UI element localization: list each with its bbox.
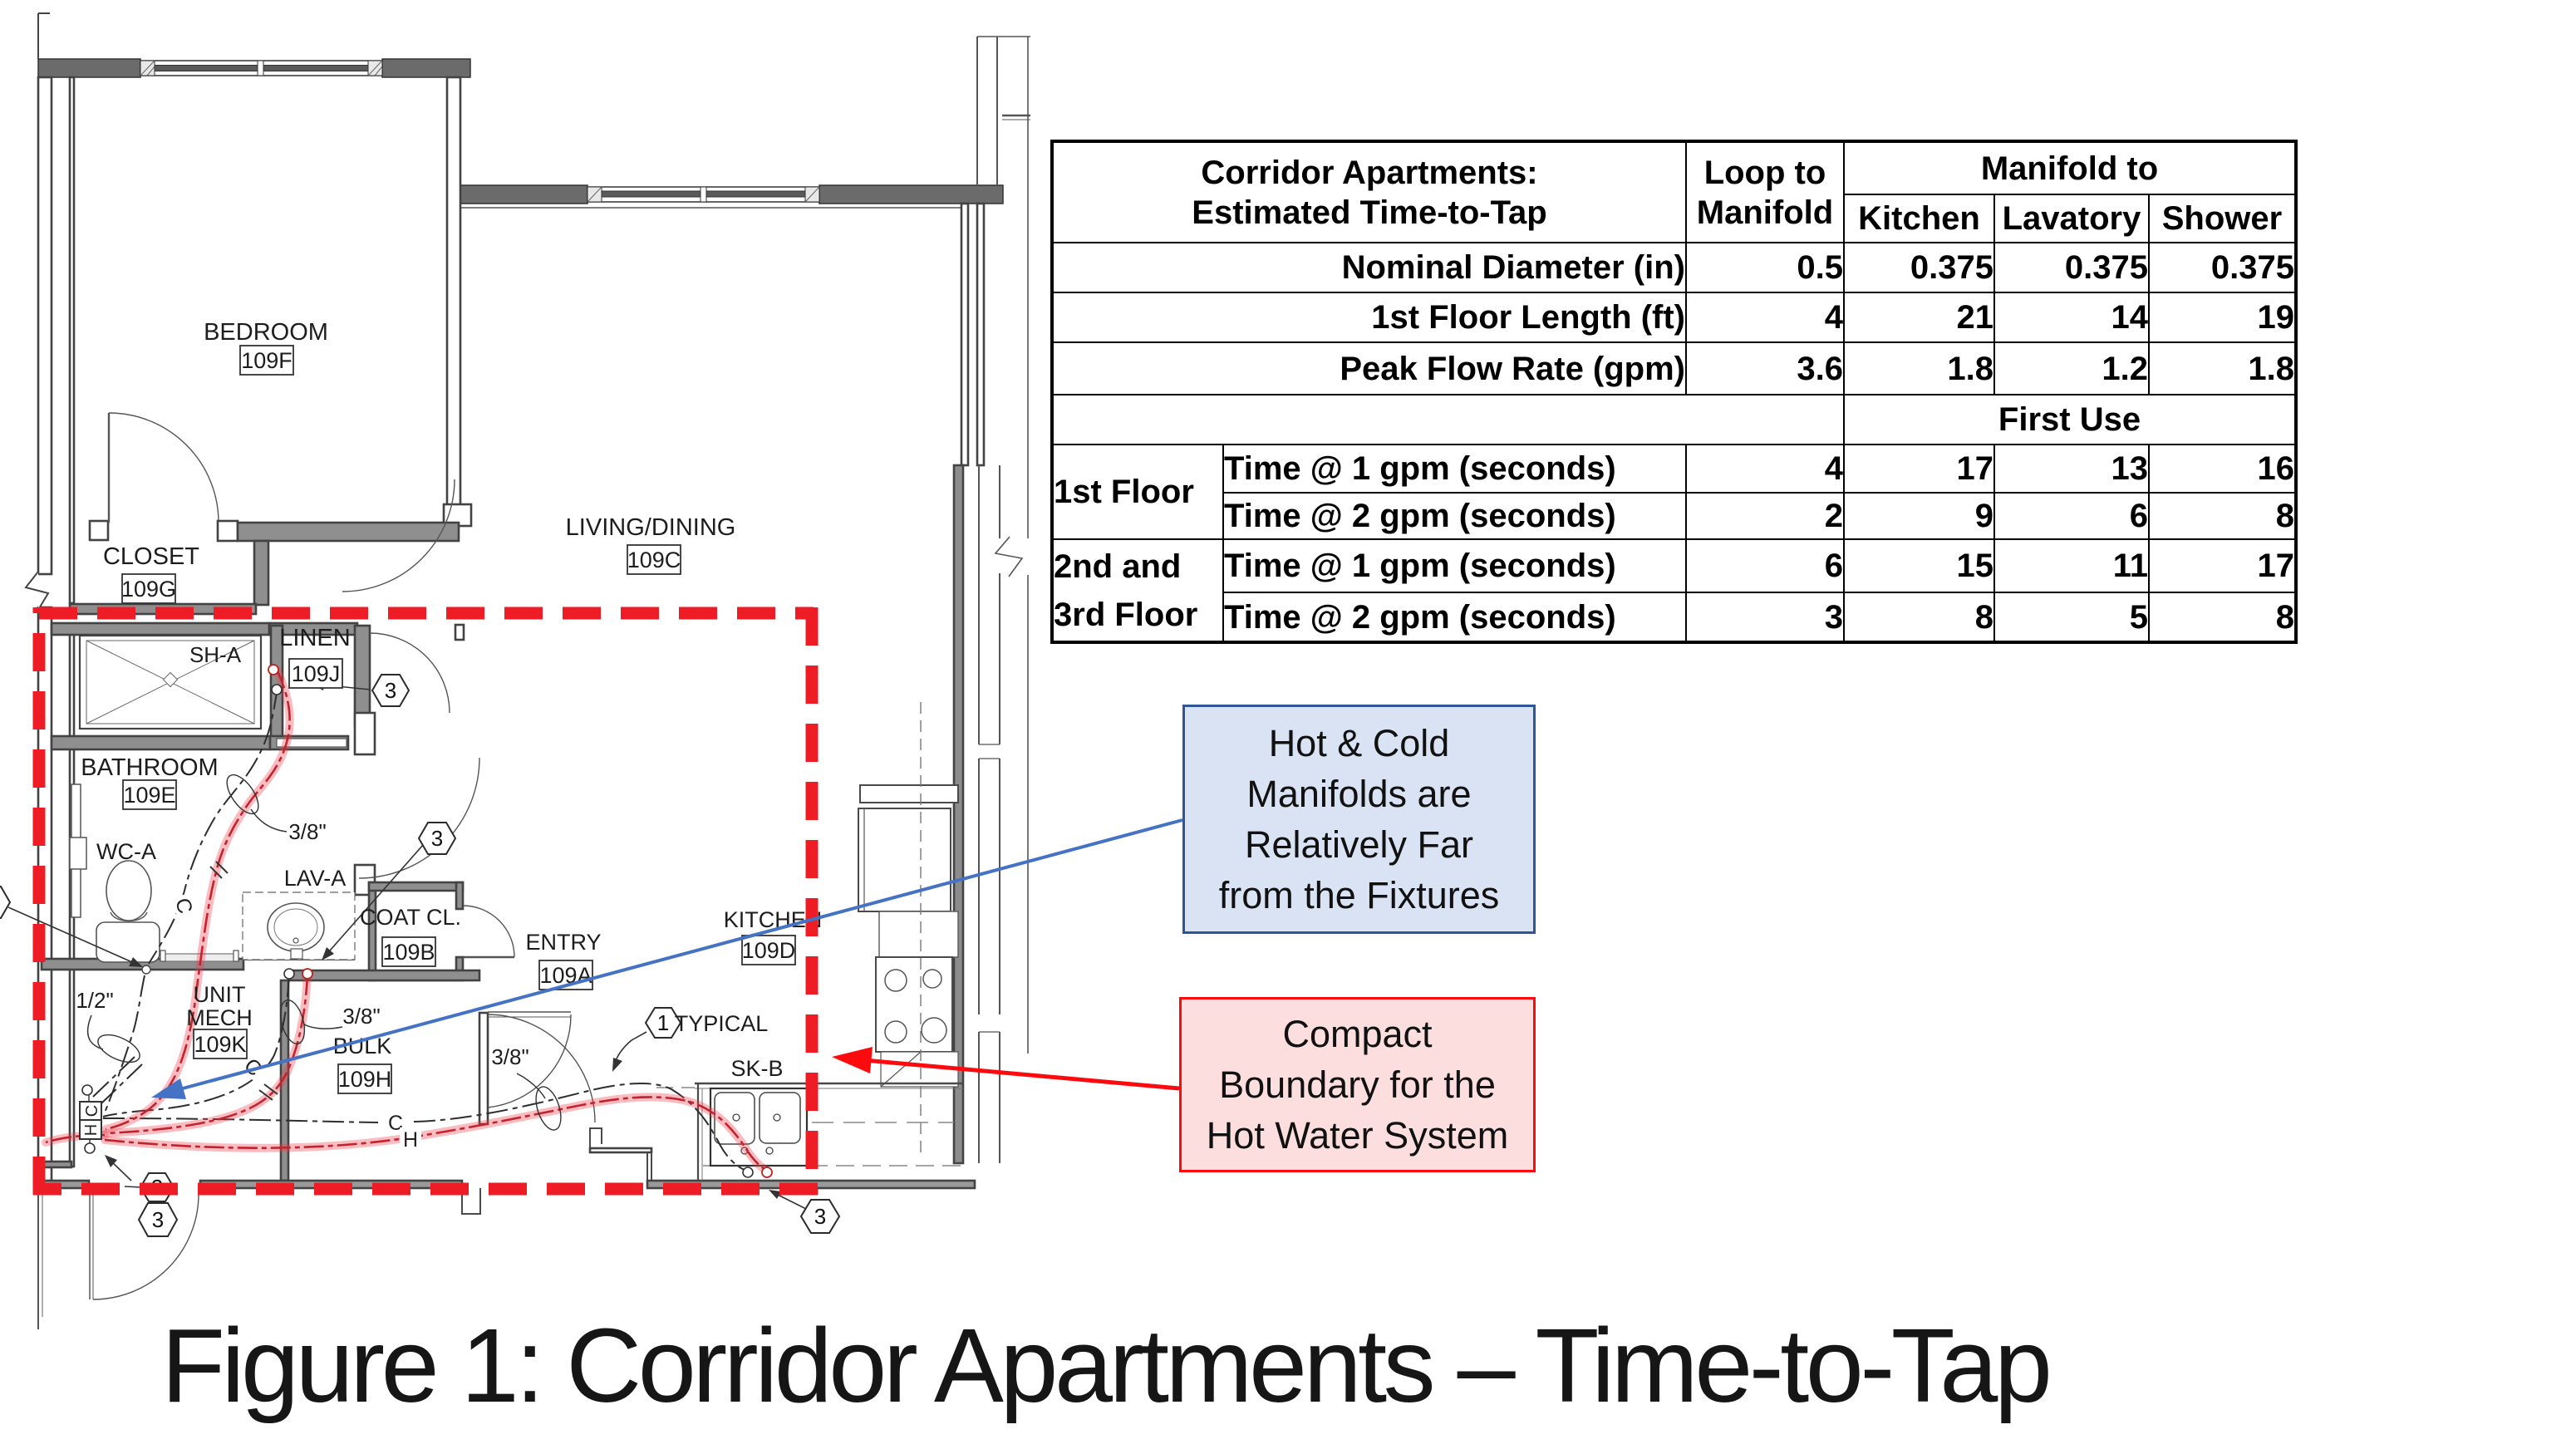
svg-text:SH-A: SH-A xyxy=(189,642,242,667)
svg-text:SK-B: SK-B xyxy=(730,1056,783,1081)
svg-text:BEDROOM: BEDROOM xyxy=(204,319,328,346)
svg-text:109D: 109D xyxy=(742,938,796,963)
svg-text:H: H xyxy=(82,1124,101,1136)
svg-text:MECH: MECH xyxy=(186,1005,253,1030)
svg-text:109C: 109C xyxy=(627,548,681,572)
svg-text:1/2": 1/2" xyxy=(76,988,113,1013)
svg-text:3/8": 3/8" xyxy=(288,819,326,844)
svg-text:109F: 109F xyxy=(241,348,293,373)
svg-text:109A: 109A xyxy=(539,963,592,988)
svg-text:C: C xyxy=(388,1112,403,1135)
svg-text:3/8": 3/8" xyxy=(342,1004,380,1029)
svg-text:TYPICAL: TYPICAL xyxy=(675,1011,769,1036)
svg-text:1: 1 xyxy=(657,1010,669,1035)
svg-text:109K: 109K xyxy=(194,1032,246,1057)
svg-text:WC-A: WC-A xyxy=(96,839,156,864)
svg-text:LIVING/DINING: LIVING/DINING xyxy=(566,514,736,541)
svg-text:3/8": 3/8" xyxy=(491,1044,528,1069)
svg-text:109H: 109H xyxy=(338,1067,392,1092)
svg-text:BATHROOM: BATHROOM xyxy=(81,754,218,781)
svg-text:CLOSET: CLOSET xyxy=(103,543,199,570)
svg-text:LAV-A: LAV-A xyxy=(284,866,347,891)
svg-text:H: H xyxy=(403,1128,418,1152)
svg-text:3: 3 xyxy=(385,678,396,703)
svg-text:3: 3 xyxy=(431,826,443,851)
svg-text:3: 3 xyxy=(152,1207,164,1232)
svg-text:C: C xyxy=(83,1105,101,1117)
svg-text:109B: 109B xyxy=(382,940,435,965)
svg-text:109J: 109J xyxy=(292,661,341,686)
svg-text:ENTRY: ENTRY xyxy=(525,930,601,955)
svg-text:109G: 109G xyxy=(121,577,176,602)
svg-text:UNIT: UNIT xyxy=(194,982,246,1007)
svg-text:109E: 109E xyxy=(123,783,175,808)
svg-text:COAT CL.: COAT CL. xyxy=(360,905,461,930)
svg-text:LINEN: LINEN xyxy=(279,625,350,651)
svg-text:3: 3 xyxy=(814,1204,826,1229)
